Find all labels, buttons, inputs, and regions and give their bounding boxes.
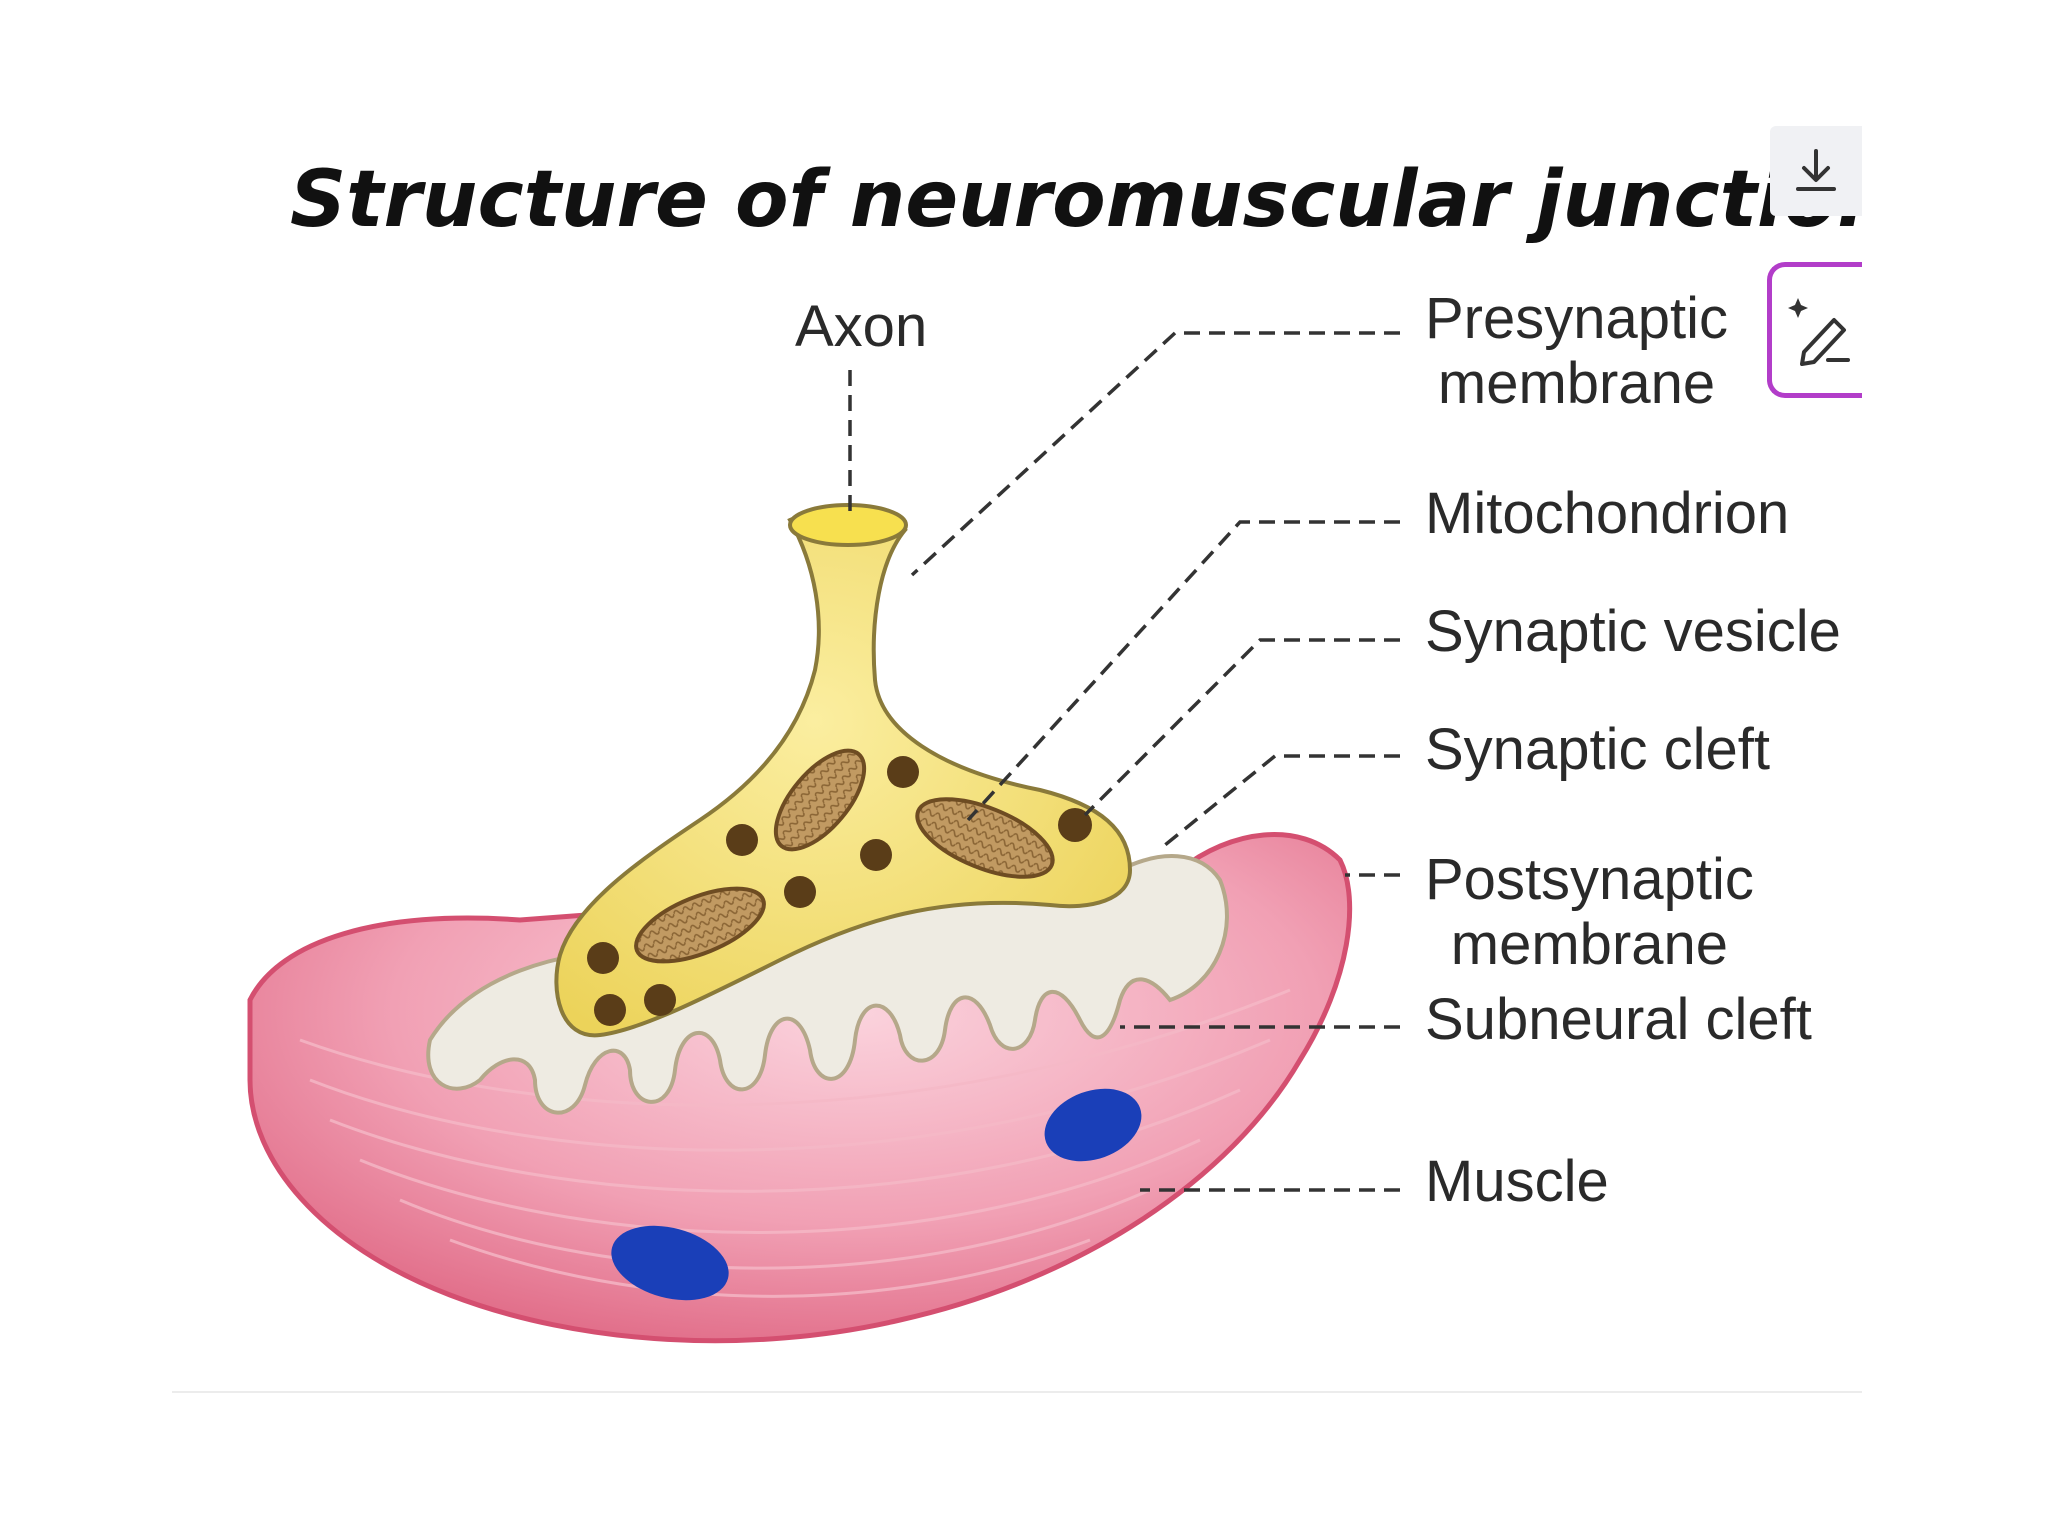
ai-edit-icon: [1788, 298, 1850, 366]
download-button[interactable]: [1770, 126, 1862, 216]
label-subneural-cleft: Subneural cleft: [1425, 987, 1812, 1052]
label-postsynaptic-line1: Postsynaptic: [1425, 847, 1754, 912]
download-icon: [1796, 149, 1836, 191]
leader-presynaptic: [910, 331, 1400, 577]
label-axon: Axon: [795, 294, 928, 359]
label-muscle: Muscle: [1425, 1149, 1609, 1214]
synaptic-vesicle: [860, 839, 892, 871]
synaptic-cleft-area: [426, 854, 1229, 1115]
mitochondrion-2: [915, 797, 1055, 879]
page-title: Structure of neuromuscular junctioı: [290, 155, 1865, 245]
label-presynaptic-membrane: Presynaptic membrane: [1425, 286, 1729, 417]
synaptic-vesicle: [784, 876, 816, 908]
synaptic-vesicle: [1058, 808, 1092, 842]
axon-cut-end: [788, 503, 908, 547]
ai-edit-button[interactable]: [1767, 262, 1862, 398]
leader-synaptic-vesicle: [1083, 638, 1400, 817]
synaptic-vesicle: [726, 824, 758, 856]
label-synaptic-vesicle: Synaptic vesicle: [1425, 599, 1841, 664]
synaptic-vesicle: [644, 984, 676, 1016]
label-postsynaptic-membrane: Postsynaptic membrane: [1425, 847, 1754, 978]
leader-mitochondrion: [966, 520, 1400, 822]
label-mitochondrion: Mitochondrion: [1425, 481, 1790, 546]
bottom-divider: [172, 1391, 1862, 1393]
label-presynaptic-line2: membrane: [1437, 350, 1716, 416]
label-synaptic-cleft: Synaptic cleft: [1425, 717, 1770, 782]
right-margin: [1862, 0, 2048, 1536]
muscle-nucleus-2: [611, 1225, 729, 1301]
synaptic-vesicle: [587, 942, 619, 974]
label-presynaptic-line1: Presynaptic: [1425, 286, 1729, 351]
mitochondrion-1: [773, 748, 867, 852]
label-postsynaptic-line2: membrane: [1450, 911, 1729, 977]
leader-synaptic-cleft: [1163, 754, 1400, 847]
synaptic-vesicle: [887, 756, 919, 788]
synaptic-vesicle: [594, 994, 626, 1026]
mitochondrion-3: [634, 886, 766, 964]
muscle-nucleus-1: [1044, 1088, 1142, 1162]
